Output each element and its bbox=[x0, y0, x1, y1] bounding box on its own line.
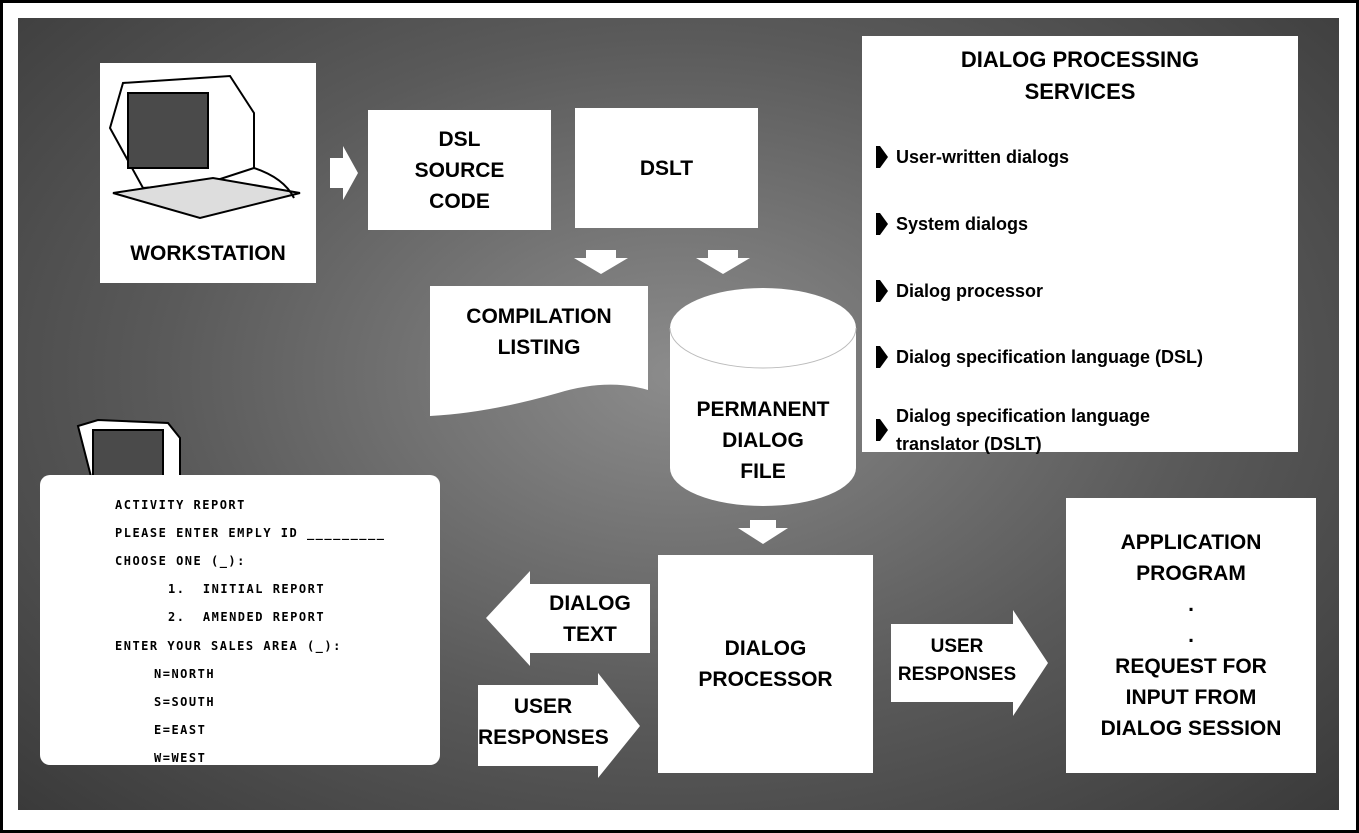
application-line: REQUEST FOR bbox=[1115, 655, 1267, 678]
permanent-dialog-file: PERMANENT DIALOG FILE bbox=[670, 390, 856, 490]
service-item-text: translator (DSLT) bbox=[896, 434, 1042, 454]
dialog-processor-line: PROCESSOR bbox=[698, 668, 833, 691]
bullet-arrow-icon bbox=[876, 419, 888, 441]
dialog-text-arrow bbox=[486, 571, 650, 666]
dialog-processor: DIALOG PROCESSOR bbox=[658, 555, 873, 773]
permanent-file-line: PERMANENT bbox=[696, 397, 830, 421]
workstation-label: WORKSTATION bbox=[130, 242, 286, 265]
arrow-down-file bbox=[738, 520, 788, 544]
compilation-line: LISTING bbox=[497, 336, 581, 359]
user-responses-line: RESPONSES bbox=[897, 664, 1017, 685]
user-responses-line: USER bbox=[513, 695, 573, 718]
screen-line: 1. INITIAL REPORT bbox=[168, 582, 326, 596]
user-responses-left-label: USER RESPONSES bbox=[478, 691, 609, 753]
service-item-text: Dialog processor bbox=[896, 280, 1044, 301]
arrow-down-dslt bbox=[696, 250, 750, 274]
dialog-text-line: DIALOG bbox=[549, 592, 631, 615]
service-item: Dialog processor bbox=[876, 280, 1043, 302]
terminal-screen: ACTIVITY REPORT PLEASE ENTER EMPLY ID __… bbox=[40, 475, 440, 765]
dsl-source-line: SOURCE bbox=[414, 158, 505, 182]
service-item: Dialog specification language translator… bbox=[876, 402, 1150, 458]
service-item-text: User-written dialogs bbox=[896, 146, 1070, 167]
dialog-processor-line: DIALOG bbox=[724, 637, 807, 660]
user-responses-left-arrow bbox=[478, 673, 640, 778]
service-item-text: System dialogs bbox=[896, 213, 1029, 234]
dslt-text: DSLT bbox=[639, 156, 694, 180]
service-item: Dialog specification language (DSL) bbox=[876, 346, 1203, 368]
screen-line: W=WEST bbox=[154, 751, 207, 765]
compilation-listing-shape bbox=[430, 286, 648, 416]
application-line: . bbox=[1188, 624, 1194, 647]
dialog-processing-services-panel: DIALOG PROCESSING SERVICES User-written … bbox=[862, 36, 1298, 454]
dslt-box bbox=[575, 108, 758, 228]
dsl-source-line: CODE bbox=[429, 189, 490, 213]
services-title-line: DIALOG PROCESSING bbox=[960, 47, 1200, 72]
user-responses-line: USER bbox=[930, 636, 984, 657]
screen-line: 2. AMENDED REPORT bbox=[168, 610, 326, 624]
bullet-arrow-icon bbox=[876, 280, 888, 302]
services-title-line: SERVICES bbox=[1024, 79, 1136, 104]
screen-line: CHOOSE ONE (_): bbox=[115, 554, 246, 568]
service-item: System dialogs bbox=[876, 213, 1028, 235]
compilation-listing: COMPILATION LISTING bbox=[430, 292, 648, 372]
screen-line: E=EAST bbox=[154, 723, 207, 737]
screen-line: ACTIVITY REPORT bbox=[115, 498, 246, 512]
dslt-label: DSLT bbox=[575, 108, 758, 228]
bullet-arrow-icon bbox=[876, 346, 888, 368]
diagram-shapes bbox=[59, 63, 1316, 778]
service-item: User-written dialogs bbox=[876, 146, 1069, 168]
workstation-terminal-icon bbox=[108, 74, 301, 220]
service-item-text: Dialog specification language (DSL) bbox=[896, 346, 1204, 367]
arrow-to-dsl bbox=[330, 146, 358, 200]
dsl-source-box bbox=[368, 110, 551, 230]
application-program: APPLICATION PROGRAM . . REQUEST FOR INPU… bbox=[1066, 498, 1316, 773]
application-line: . bbox=[1188, 593, 1194, 616]
user-responses-right-arrow bbox=[891, 610, 1048, 716]
bullet-arrow-icon bbox=[876, 146, 888, 168]
dialog-processor-box bbox=[658, 555, 873, 773]
application-line: INPUT FROM bbox=[1125, 686, 1257, 709]
services-title: DIALOG PROCESSING SERVICES bbox=[862, 44, 1298, 108]
permanent-file-line: FILE bbox=[740, 459, 786, 483]
permanent-dialog-file-cylinder bbox=[669, 288, 857, 506]
application-line: APPLICATION bbox=[1120, 531, 1262, 554]
service-item-text-group: Dialog specification language translator… bbox=[896, 402, 1150, 458]
bullet-arrow-icon bbox=[876, 213, 888, 235]
application-program-box bbox=[1066, 498, 1316, 773]
arrow-down-dsl bbox=[574, 250, 628, 274]
dsl-source-code: DSL SOURCE CODE bbox=[368, 110, 551, 230]
dialog-text-line: TEXT bbox=[563, 623, 617, 646]
permanent-file-line: DIALOG bbox=[722, 428, 804, 452]
screen-line: N=NORTH bbox=[154, 667, 216, 681]
compilation-line: COMPILATION bbox=[466, 305, 612, 328]
service-item-text: Dialog specification language bbox=[896, 406, 1151, 426]
user-responses-right-label: USER RESPONSES bbox=[892, 633, 1022, 689]
dialog-text-label: DIALOG TEXT bbox=[540, 588, 640, 650]
application-line: PROGRAM bbox=[1136, 562, 1246, 585]
user-responses-line: RESPONSES bbox=[478, 726, 609, 749]
application-line: DIALOG SESSION bbox=[1100, 717, 1282, 740]
dsl-source-line: DSL bbox=[438, 127, 481, 151]
screen-line: ENTER YOUR SALES AREA (_): bbox=[115, 639, 342, 653]
screen-line: PLEASE ENTER EMPLY ID _________ bbox=[115, 526, 386, 540]
screen-line: S=SOUTH bbox=[154, 695, 216, 709]
